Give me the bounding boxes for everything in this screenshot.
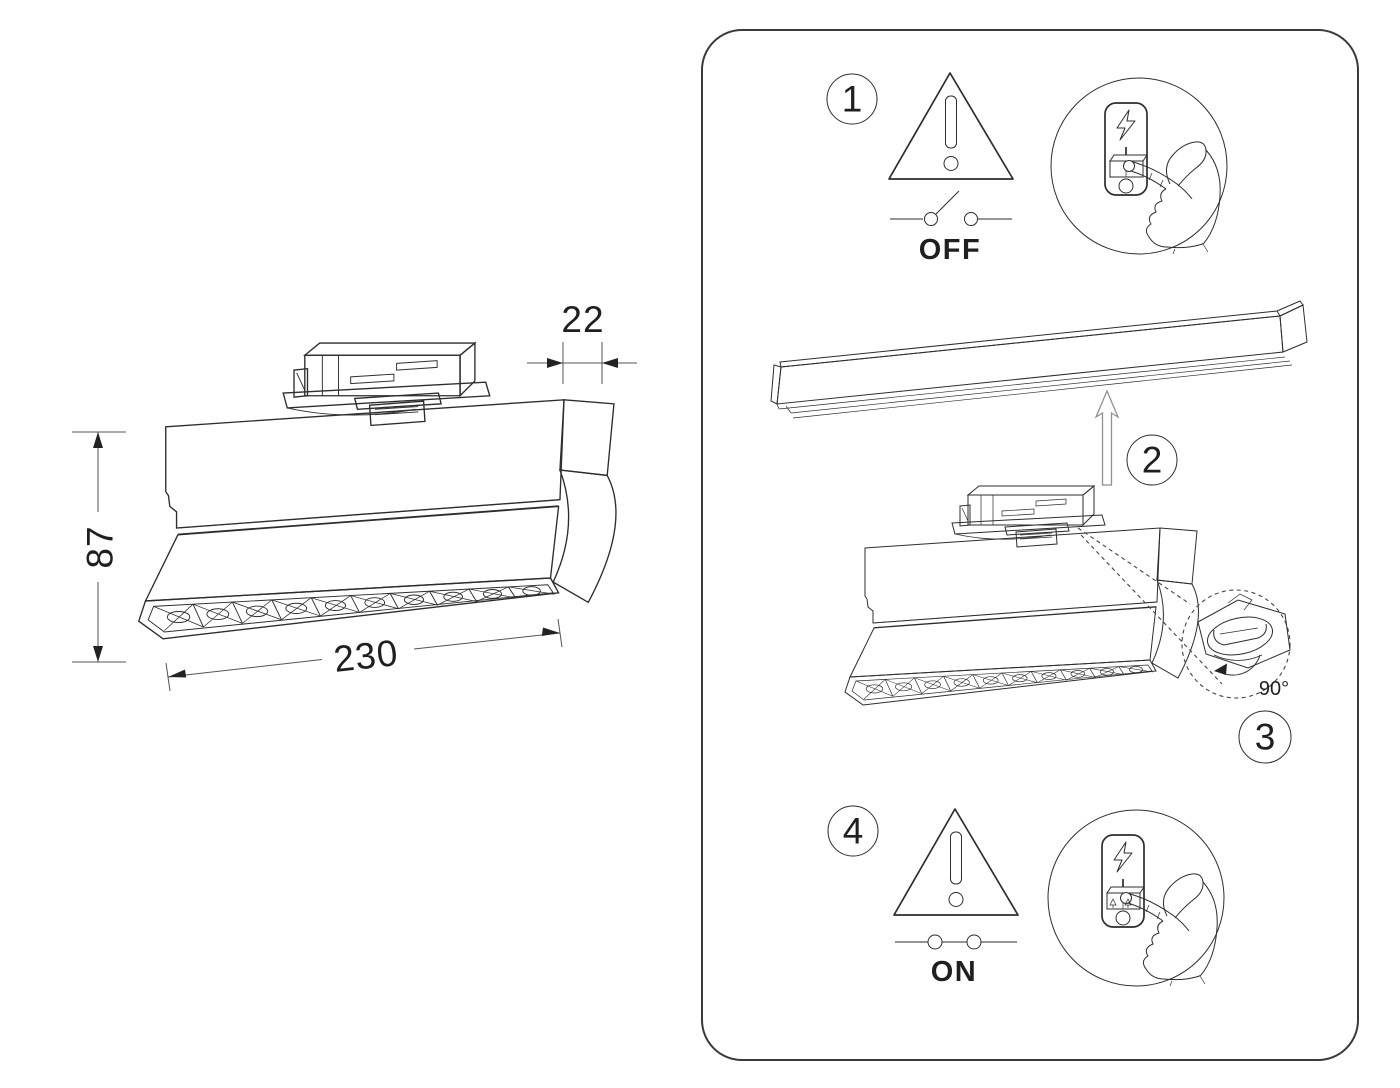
panel-border — [701, 29, 1359, 1061]
product-dimension-drawing: 87 230 22 — [72, 299, 637, 692]
power-switch-hand-icon — [1047, 809, 1225, 987]
warning-triangle-icon — [888, 72, 1014, 180]
dimension-width-label: 22 — [561, 299, 604, 340]
instruction-panel: 1 OFF — [701, 29, 1359, 1061]
switch-closed-icon — [895, 934, 1017, 950]
step-1-state-label: OFF — [919, 234, 982, 266]
leader-lines — [1077, 527, 1223, 685]
rotation-arrow-icon — [1214, 654, 1261, 676]
switch-open-icon — [890, 190, 1012, 226]
dimension-height-label: 87 — [80, 525, 121, 568]
step-2: 2 — [770, 300, 1308, 706]
warning-triangle-icon — [893, 808, 1019, 916]
dimension-length: 230 — [165, 618, 563, 692]
lock-knob-illustration — [1197, 593, 1291, 669]
step-1: 1 OFF — [826, 72, 1228, 266]
arrow-up-icon — [1094, 389, 1120, 486]
step-4-number: 4 — [843, 811, 864, 852]
lamp-glyphs — [1109, 898, 1132, 908]
rotation-angle-label: 90° — [1259, 678, 1289, 700]
step-3-badge — [1238, 710, 1292, 764]
dimension-length-label: 230 — [332, 632, 401, 680]
step-4-badge — [827, 805, 879, 857]
track-light-illustration-small — [844, 485, 1199, 706]
step-4: 4 ON — [827, 805, 1225, 988]
track-rail-illustration — [770, 300, 1308, 419]
power-switch-hand-icon — [1050, 77, 1228, 255]
step-1-number: 1 — [842, 79, 863, 120]
dimension-height: 87 — [72, 431, 126, 663]
dimension-width: 22 — [527, 299, 637, 384]
step-2-badge — [1126, 434, 1178, 486]
step-2-number: 2 — [1142, 440, 1163, 481]
track-light-illustration — [138, 342, 617, 640]
step-3: 90° 3 — [1077, 527, 1292, 764]
step-1-badge — [826, 73, 878, 125]
step-4-state-label: ON — [931, 956, 978, 988]
step-3-number: 3 — [1255, 717, 1276, 758]
detail-zoom-circle — [1181, 589, 1291, 699]
